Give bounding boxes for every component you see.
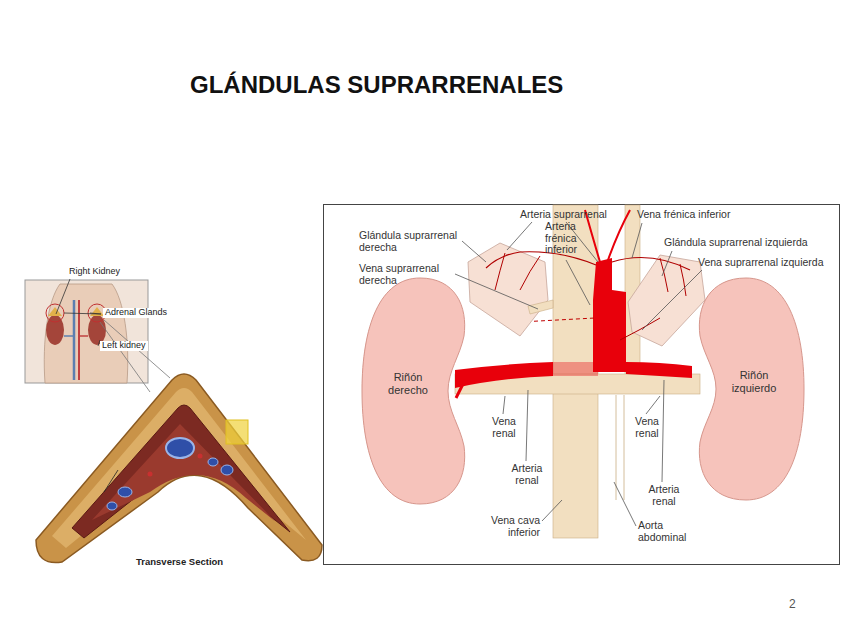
transverse-section xyxy=(36,374,322,563)
organ-label: Riñón derecho xyxy=(377,371,439,396)
part-label: Glándula suprarrenal izquierda xyxy=(664,237,808,249)
part-label: Aorta abdominal xyxy=(638,520,702,543)
part-label: Arteria renal xyxy=(641,484,687,507)
inset-figure xyxy=(25,279,170,392)
organ-label: Riñón izquierdo xyxy=(723,369,785,394)
figure-caption: Transverse Section xyxy=(136,557,223,567)
part-label: Glándula suprarrenal derecha xyxy=(359,230,463,253)
slide-title: GLÁNDULAS SUPRARRENALES xyxy=(190,72,563,98)
part-label: Arteria renal xyxy=(504,463,550,486)
part-label: Vena renal xyxy=(482,416,526,439)
part-label: Vena frénica inferior xyxy=(637,209,730,221)
part-label: Vena renal xyxy=(625,416,669,439)
part-label: Right Kidney xyxy=(67,267,122,277)
part-label: Vena cava inferior xyxy=(470,515,540,538)
part-label: Adrenal Glands xyxy=(103,308,169,318)
part-label: Vena suprarrenal izquierda xyxy=(698,257,824,269)
kidney-shape: Riñón derecho xyxy=(360,276,472,506)
page-number: 2 xyxy=(789,598,796,611)
part-label: Arteria frénica inferior xyxy=(545,221,591,256)
part-label: Left kidney xyxy=(100,341,148,351)
kidney-shape: Riñón izquierdo xyxy=(682,276,806,502)
vascular-diagram xyxy=(324,205,840,565)
part-label: Arteria suprarrenal xyxy=(520,209,607,221)
